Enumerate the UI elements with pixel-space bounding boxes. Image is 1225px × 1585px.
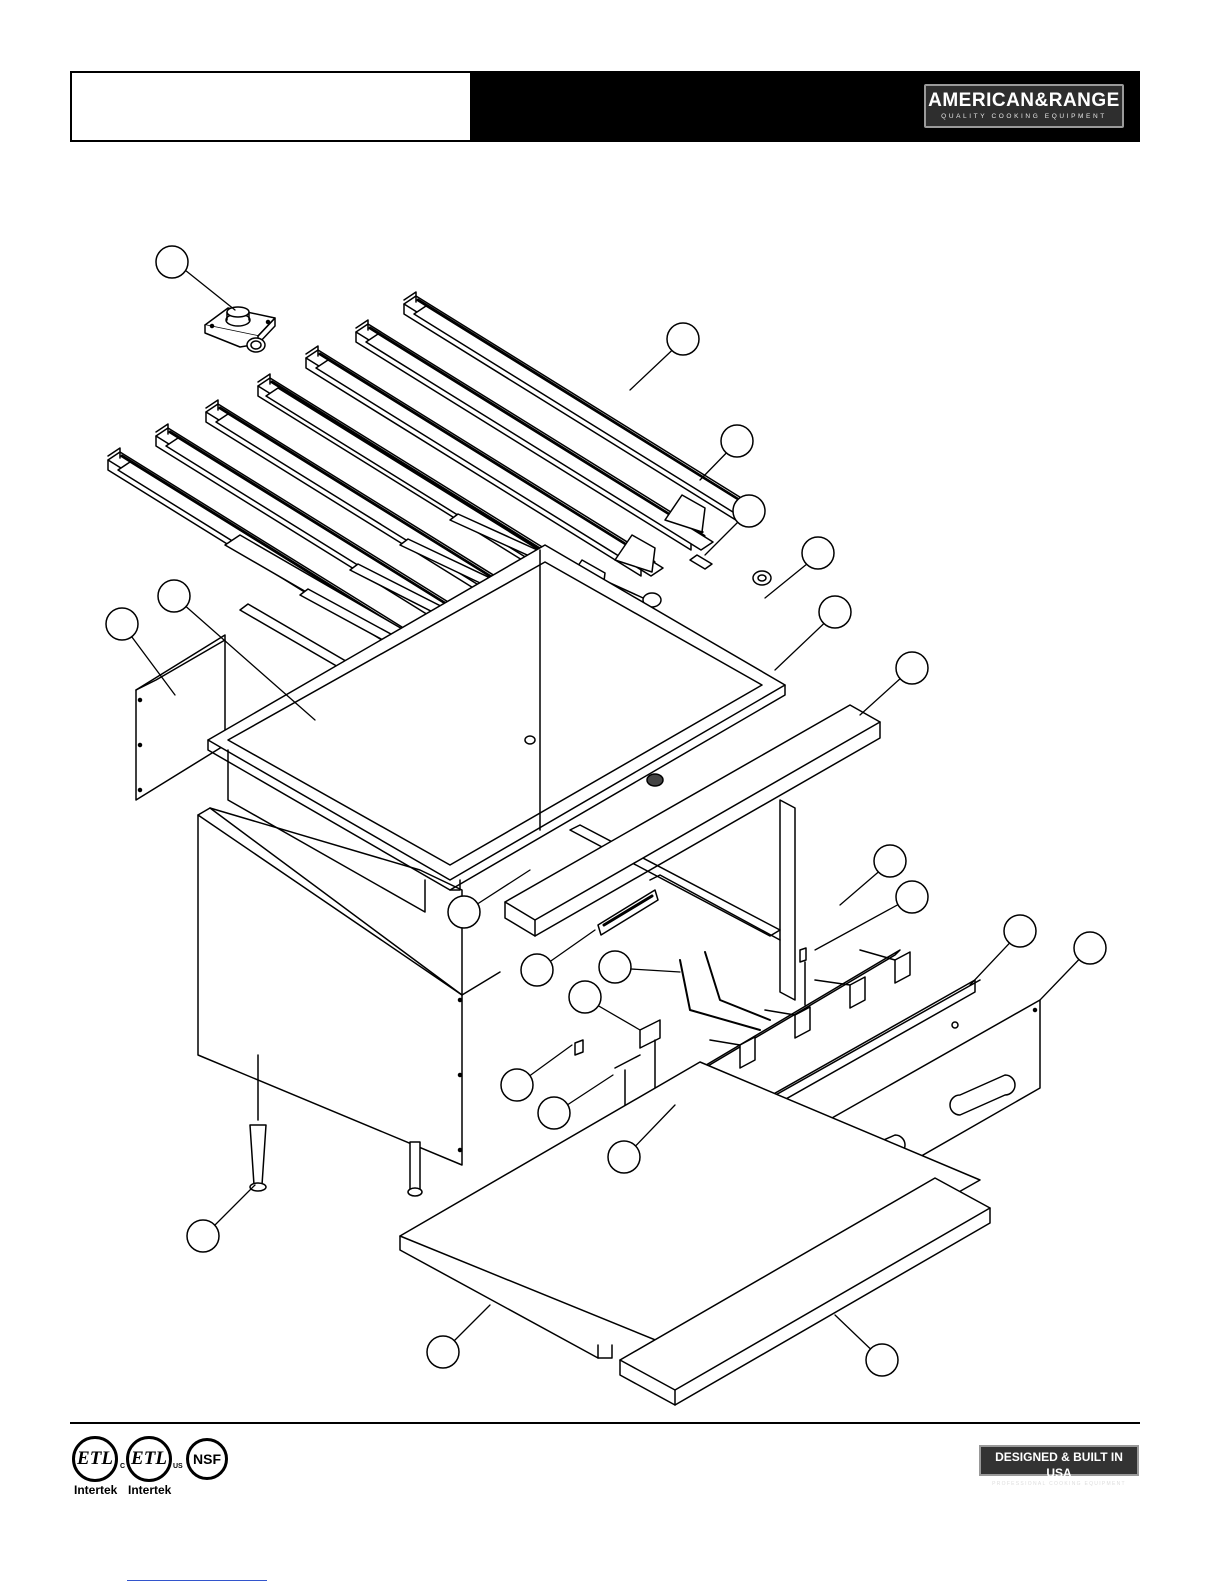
bottom-link-underline[interactable] [127, 1580, 267, 1581]
callout-burner [733, 495, 765, 527]
callout-side-panel [106, 608, 138, 640]
callout-control-panel [1074, 932, 1106, 964]
callout-burner-cap [802, 537, 834, 569]
pressure-regulator [205, 307, 275, 352]
usa-badge-text: DESIGNED & BUILT IN USA [981, 1449, 1137, 1481]
callout-pilot-tube [599, 951, 631, 983]
callout-regulator [156, 246, 188, 278]
etl-mark-1: ETL Intertek [72, 1436, 118, 1482]
callout-radiant-bracket [158, 580, 190, 612]
etl-c-mark: C [120, 1463, 125, 1470]
designed-built-usa-badge: DESIGNED & BUILT IN USA PROFESSIONAL COO… [979, 1445, 1139, 1476]
callout-grate [667, 323, 699, 355]
etl-us-mark: US [173, 1463, 183, 1470]
etl-c-us-logo-icon: ETL [126, 1436, 172, 1482]
callout-drip-tray [866, 1344, 898, 1376]
callout-body-frame [819, 596, 851, 628]
etl-logo-icon: ETL [72, 1436, 118, 1482]
callout-bottom-pan [427, 1336, 459, 1368]
footer-rule [70, 1422, 1140, 1424]
callout-orifice-a [896, 881, 928, 913]
intertek-caption-1: Intertek [74, 1483, 117, 1497]
callout-pilot [538, 1097, 570, 1129]
callout-bracket [1004, 915, 1036, 947]
callout-clip [448, 896, 480, 928]
callout-manifold [874, 845, 906, 877]
callout-nameplate [521, 954, 553, 986]
intertek-caption-2: Intertek [128, 1483, 171, 1497]
nsf-logo-icon: NSF [186, 1438, 228, 1480]
callout-orifice-b [501, 1069, 533, 1101]
callout-valve [569, 981, 601, 1013]
etl-mark-2: ETL C US Intertek [126, 1436, 172, 1482]
usa-badge-subtext: PROFESSIONAL COOKING EQUIPMENT [981, 1481, 1137, 1488]
callout-knob [608, 1141, 640, 1173]
callout-front-header [896, 652, 928, 684]
callout-leg [187, 1220, 219, 1252]
callout-radiant [721, 425, 753, 457]
